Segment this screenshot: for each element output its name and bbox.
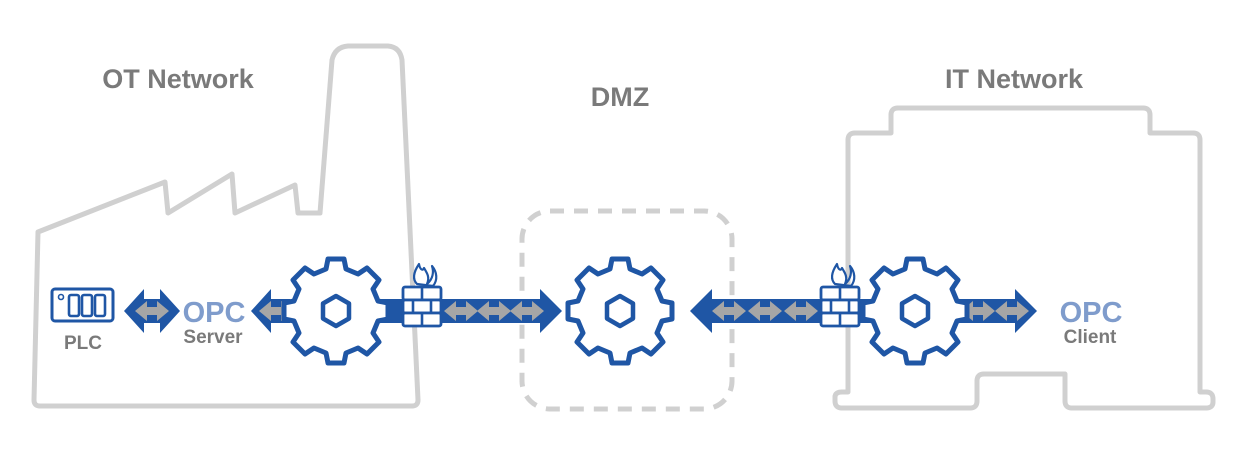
it-network-label: IT Network	[945, 64, 1084, 94]
link-dmz-firewall-it	[690, 289, 822, 333]
link-server-gear	[251, 289, 293, 333]
firewall-icon	[819, 262, 861, 328]
opc-client-title: OPC	[1060, 297, 1123, 329]
it-building-outline	[832, 105, 1216, 411]
link-firewall-dmz	[440, 289, 562, 333]
ot-factory-outline	[31, 43, 421, 409]
gear-icon	[284, 259, 388, 363]
opc-server-subtitle: Server	[183, 327, 243, 348]
dmz-label: DMZ	[591, 82, 649, 112]
opc-server-title: OPC	[183, 297, 246, 329]
gear-icon	[568, 259, 672, 363]
gear-icon	[863, 259, 967, 363]
plc-label: PLC	[64, 333, 102, 354]
plc-icon	[50, 287, 115, 323]
link-gear-client	[955, 289, 1037, 333]
firewall-icon	[401, 262, 443, 328]
link-plc-server	[124, 289, 180, 333]
ot-network-label: OT Network	[102, 64, 255, 94]
opc-client-subtitle: Client	[1064, 327, 1117, 348]
